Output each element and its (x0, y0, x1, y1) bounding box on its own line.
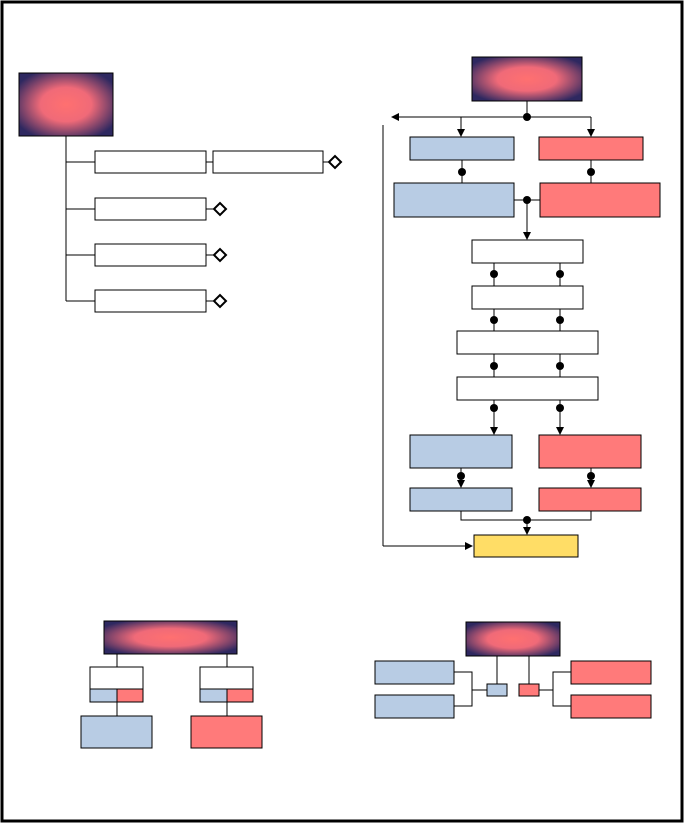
connector-dot-icon (587, 168, 595, 176)
mini-small-red-box (518, 683, 540, 697)
mini-side-blue-box (374, 660, 455, 685)
mini-diagram-left (80, 620, 263, 749)
flow-middle-box (456, 376, 599, 401)
terminal-diamond-icon (212, 293, 228, 309)
tree-item-box (94, 197, 207, 221)
mini-small-blue-box (486, 683, 508, 697)
tree-item-box (94, 150, 207, 174)
mini-output-red-box (190, 715, 263, 749)
flow-left-box (409, 487, 513, 512)
connector-dot-icon (556, 316, 564, 324)
flow-left-box (393, 182, 515, 218)
flow-right-box (538, 136, 644, 161)
mini-side-red-box (570, 660, 652, 685)
connector-dot-icon (458, 168, 466, 176)
hierarchy-tree (18, 72, 343, 313)
flow-left-box (409, 136, 515, 161)
connector-dot-icon (556, 362, 564, 370)
connector-dot-icon (556, 404, 564, 412)
hierarchy-root-node (18, 72, 114, 137)
tree-item-box (212, 150, 324, 174)
flow-right-box (538, 487, 642, 512)
flow-left-box (409, 434, 513, 469)
connector-dot-icon (457, 472, 465, 480)
connector-dot-icon (556, 270, 564, 278)
mini-output-blue-box (80, 715, 153, 749)
mini-root-node (103, 620, 238, 655)
mini-unit-box (89, 666, 144, 690)
flow-root-node (471, 56, 583, 102)
flow-output-box (473, 534, 579, 558)
mini-unit-blue-cell (199, 688, 228, 703)
flow-right-box (539, 182, 661, 218)
mini-side-red-box (570, 694, 652, 719)
connector-dot-icon (490, 316, 498, 324)
mini-side-blue-box (374, 694, 455, 719)
connector-dot-icon (490, 362, 498, 370)
connector-dot-icon (587, 472, 595, 480)
terminal-diamond-icon (212, 201, 228, 217)
flow-right-box (538, 434, 642, 469)
mini-diagram-right (374, 621, 652, 719)
mini-unit-red-cell (226, 688, 254, 703)
flow-chart (382, 56, 661, 558)
flow-middle-box (471, 285, 584, 310)
flow-middle-box (471, 239, 584, 264)
mini-unit-red-cell (116, 688, 144, 703)
flow-middle-box (456, 330, 599, 355)
mini-unit-box (199, 666, 254, 690)
connector-dot-icon (490, 270, 498, 278)
mini-root-node (465, 621, 561, 657)
mini-unit-blue-cell (89, 688, 118, 703)
tree-item-box (94, 289, 207, 313)
terminal-diamond-icon (212, 247, 228, 263)
terminal-diamond-icon (327, 154, 343, 170)
connector-dot-icon (490, 404, 498, 412)
mini-bracket-connector (552, 671, 571, 707)
tree-item-box (94, 243, 207, 267)
mini-bracket-connector (454, 671, 473, 707)
